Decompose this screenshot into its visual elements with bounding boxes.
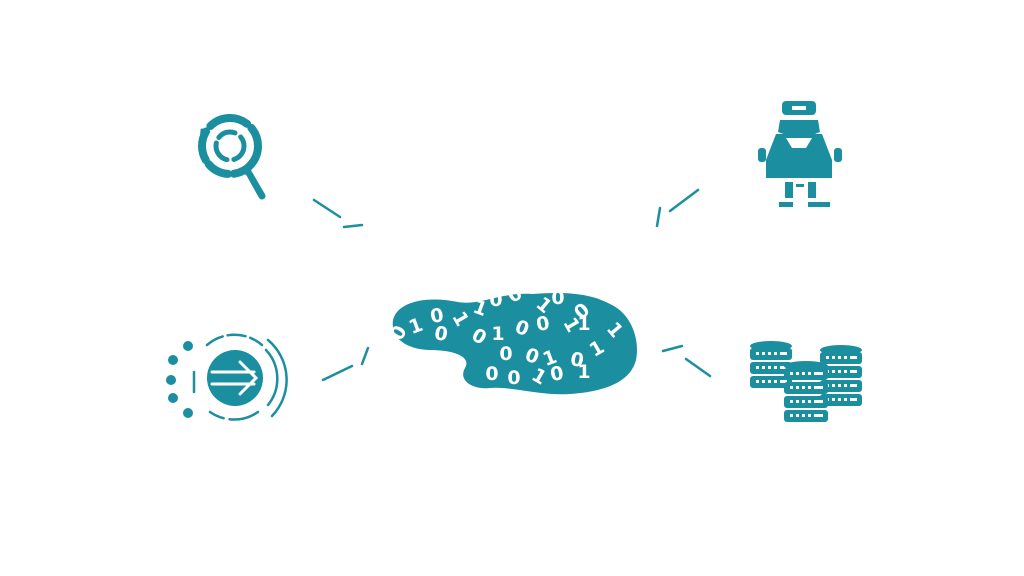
- database-cylinder: [750, 341, 792, 388]
- magnifier-icon: [198, 114, 266, 200]
- binary-digit: 0: [429, 304, 446, 328]
- binary-digit: 0: [569, 348, 586, 372]
- connector-robot: [655, 188, 700, 228]
- binary-digit: 0: [507, 367, 520, 389]
- binary-digit: 0: [499, 343, 512, 365]
- database-cylinder: [784, 361, 828, 422]
- binary-digit: 0: [551, 287, 564, 309]
- binary-data-blob: [392, 293, 637, 395]
- connector-database: [661, 344, 712, 378]
- robot-icon: [758, 101, 842, 207]
- binary-digit: 0: [433, 322, 450, 346]
- binary-digit: 0: [485, 363, 498, 385]
- binary-digit: 1: [577, 313, 590, 335]
- binary-digit: 1: [491, 323, 504, 345]
- binary-digit: 0: [549, 362, 566, 386]
- connector-search: [312, 198, 364, 229]
- database-stack-icon: [750, 341, 862, 422]
- arrow-circle-icon: [166, 333, 288, 421]
- connector-input: [321, 346, 370, 382]
- database-cylinder: [820, 345, 862, 406]
- connectors: [312, 188, 712, 382]
- binary-digit: 0: [489, 289, 502, 311]
- binary-digit: 0: [535, 312, 552, 336]
- binary-digit: 1: [577, 361, 590, 383]
